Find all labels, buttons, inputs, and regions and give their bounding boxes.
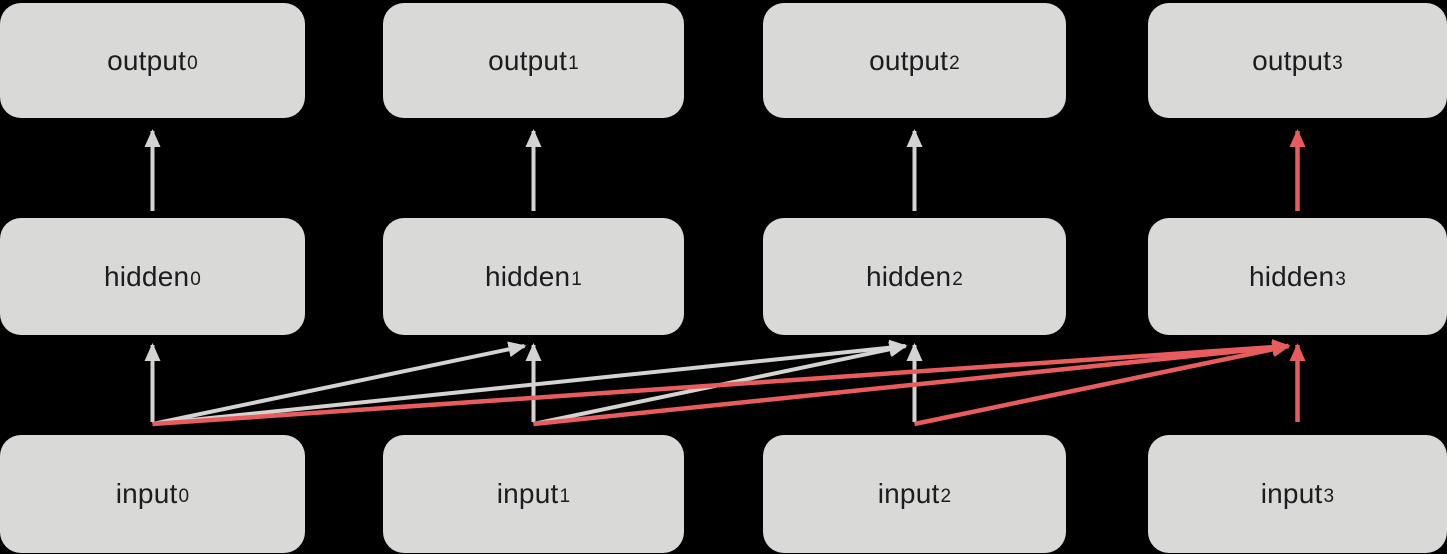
node-label: hidden: [1248, 260, 1335, 292]
node-label: hidden: [865, 260, 952, 292]
node-label: hidden: [484, 260, 571, 292]
node-label: input: [496, 478, 559, 509]
edge-input1-hidden3: [533, 339, 1291, 427]
edge-input0-hidden2: [152, 339, 908, 426]
node-label: output: [488, 44, 568, 76]
node-label: input: [115, 478, 178, 509]
node-label: output: [869, 44, 949, 76]
node-label: output: [107, 44, 187, 76]
edge-input0-hidden3: [152, 339, 1291, 427]
node-label: output: [1252, 44, 1332, 76]
edge-input0-hidden1: [152, 341, 527, 426]
edge-input2-hidden3: [914, 341, 1291, 427]
node-label: input: [1260, 478, 1323, 509]
node-label: hidden: [103, 260, 190, 292]
node-label: input: [877, 478, 940, 509]
